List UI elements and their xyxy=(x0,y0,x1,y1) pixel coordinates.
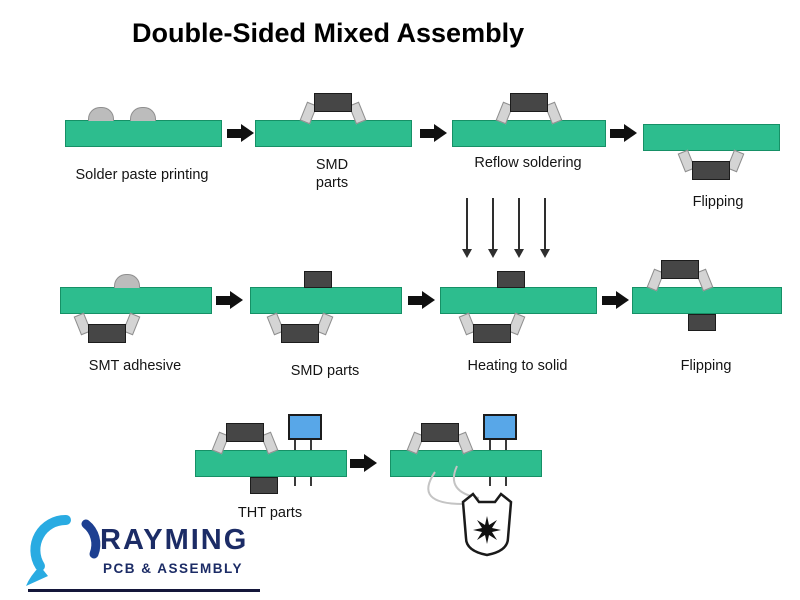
smd-component-body xyxy=(692,161,730,180)
tht-component-body xyxy=(288,414,322,440)
flow-arrow-icon xyxy=(408,291,435,309)
flow-arrow-icon xyxy=(610,124,637,142)
pcb-board xyxy=(643,124,780,151)
step-label: SMD parts xyxy=(290,363,360,379)
step-label: Solder paste printing xyxy=(75,167,209,183)
step-label: Reflow soldering xyxy=(474,155,582,171)
pcb-board xyxy=(255,120,412,147)
adhesive-blob xyxy=(114,274,140,288)
smd-component-body xyxy=(661,260,699,279)
brand-name: RAYMING xyxy=(100,524,249,556)
heat-arrow-icon xyxy=(540,198,550,258)
pcb-board xyxy=(632,287,782,314)
flow-arrow-icon xyxy=(602,291,629,309)
chip-component xyxy=(250,477,278,494)
brand-tagline: PCB & ASSEMBLY xyxy=(103,561,244,576)
pcb-board xyxy=(440,287,597,314)
wave-solder-pot-icon xyxy=(427,465,513,557)
step-label: Heating to solid xyxy=(467,358,568,374)
flow-arrow-icon xyxy=(350,454,377,472)
pcb-board xyxy=(250,287,402,314)
step-label: SMD parts xyxy=(315,157,349,192)
pcb-board xyxy=(65,120,222,147)
chip-component xyxy=(688,314,716,331)
solder-paste-blob xyxy=(130,107,156,121)
solder-paste-blob xyxy=(88,107,114,121)
smd-component-body xyxy=(314,93,352,112)
logo-swoosh-icon xyxy=(26,514,101,586)
diagram-title: Double-Sided Mixed Assembly xyxy=(132,18,525,48)
smd-component-body xyxy=(421,423,459,442)
heat-arrow-icon xyxy=(488,198,498,258)
flow-arrow-icon xyxy=(216,291,243,309)
logo-underline xyxy=(28,589,260,592)
flow-arrow-icon xyxy=(227,124,254,142)
pcb-board xyxy=(195,450,347,477)
pcb-board xyxy=(60,287,212,314)
step-label: SMT adhesive xyxy=(88,358,182,374)
tht-component-body xyxy=(483,414,517,440)
step-label: Flipping xyxy=(680,358,732,374)
heat-arrow-icon xyxy=(462,198,472,258)
smd-component-body xyxy=(226,423,264,442)
chip-component xyxy=(304,271,332,288)
step-label: THT parts xyxy=(237,505,303,521)
chip-component xyxy=(497,271,525,288)
flow-arrow-icon xyxy=(420,124,447,142)
pcb-board xyxy=(452,120,606,147)
step-label: Flipping xyxy=(692,194,744,210)
smd-component-body xyxy=(88,324,126,343)
smd-component-body xyxy=(281,324,319,343)
smd-component-body xyxy=(510,93,548,112)
smd-component-body xyxy=(473,324,511,343)
heat-arrow-icon xyxy=(514,198,524,258)
